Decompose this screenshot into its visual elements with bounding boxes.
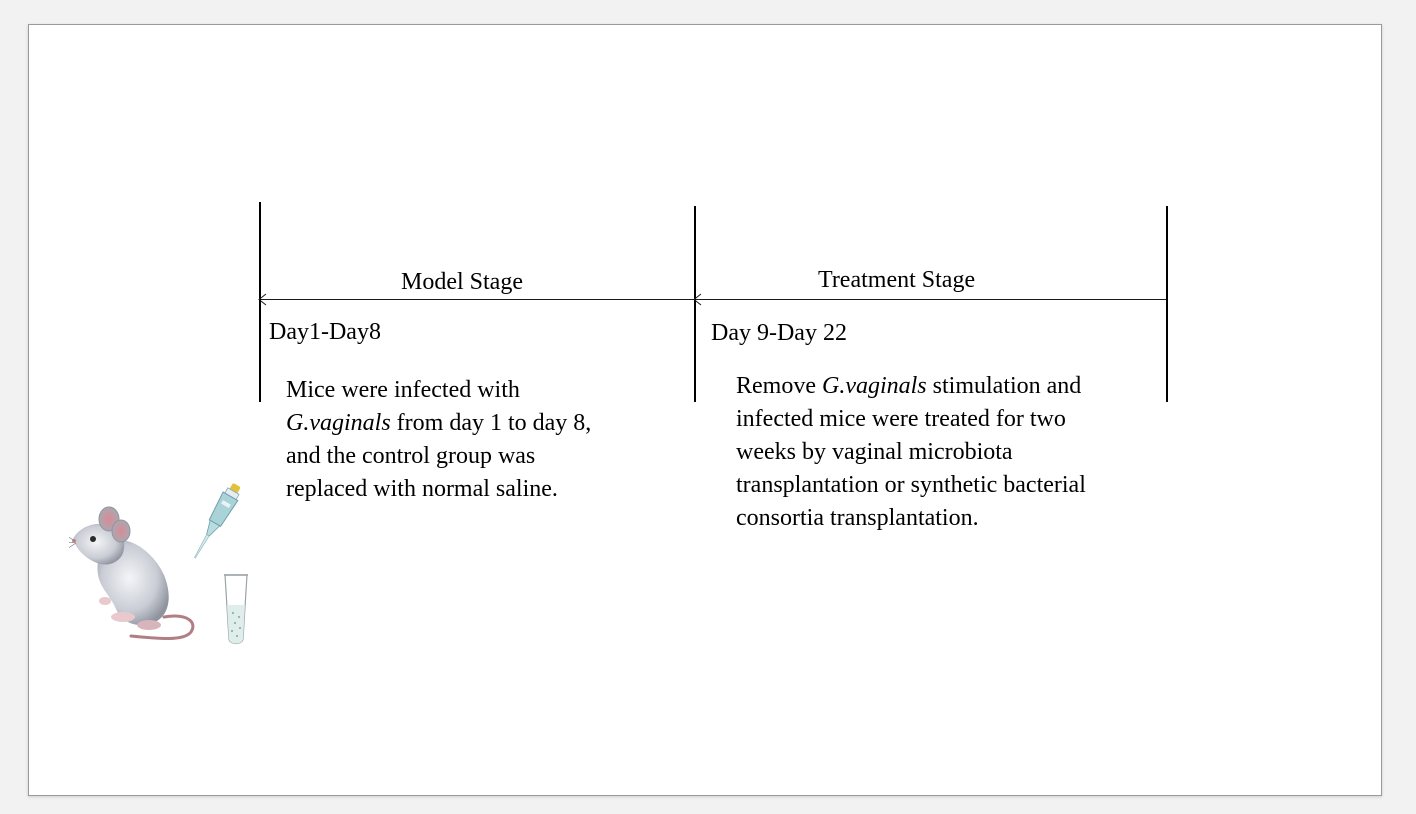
treatment-desc-line-3: weeks by vaginal microbiota xyxy=(736,436,1176,469)
treatment-desc-species: G.vaginals xyxy=(822,373,927,399)
model-desc-line-2-rest: from day 1 to day 8, xyxy=(391,410,592,436)
model-stage-arrowhead-icon xyxy=(256,293,270,306)
treatment-stage-days: Day 9-Day 22 xyxy=(711,320,847,347)
test-tube-icon xyxy=(221,573,251,647)
treatment-stage-description: Remove G.vaginals stimulation and infect… xyxy=(736,370,1176,535)
treatment-stage-arrow-line xyxy=(696,299,1166,300)
treatment-desc-line-1: Remove G.vaginals stimulation and xyxy=(736,370,1176,403)
model-stage-arrow-line xyxy=(261,299,694,300)
model-desc-line-2: G.vaginals from day 1 to day 8, xyxy=(286,407,666,440)
model-stage-days: Day1-Day8 xyxy=(269,319,381,346)
model-desc-line-4: replaced with normal saline. xyxy=(286,473,666,506)
model-stage-description: Mice were infected with G.vaginals from … xyxy=(286,374,666,506)
treatment-desc-line-2: infected mice were treated for two xyxy=(736,403,1176,436)
treatment-desc-line-1-pre: Remove xyxy=(736,373,822,399)
diagram-slide: Model Stage Treatment Stage Day1-Day8 Da… xyxy=(28,24,1382,796)
treatment-stage-arrowhead-icon xyxy=(691,293,705,306)
treatment-desc-line-5: consortia transplantation. xyxy=(736,502,1176,535)
model-stage-label: Model Stage xyxy=(401,269,523,296)
pipette-icon xyxy=(185,477,245,567)
treatment-stage-label: Treatment Stage xyxy=(818,267,975,294)
model-desc-species: G.vaginals xyxy=(286,410,391,436)
treatment-desc-line-4: transplantation or synthetic bacterial xyxy=(736,469,1176,502)
treatment-desc-line-1-post: stimulation and xyxy=(927,373,1082,399)
model-desc-line-3: and the control group was xyxy=(286,440,666,473)
mouse-icon xyxy=(69,505,204,645)
model-desc-line-1: Mice were infected with xyxy=(286,374,666,407)
